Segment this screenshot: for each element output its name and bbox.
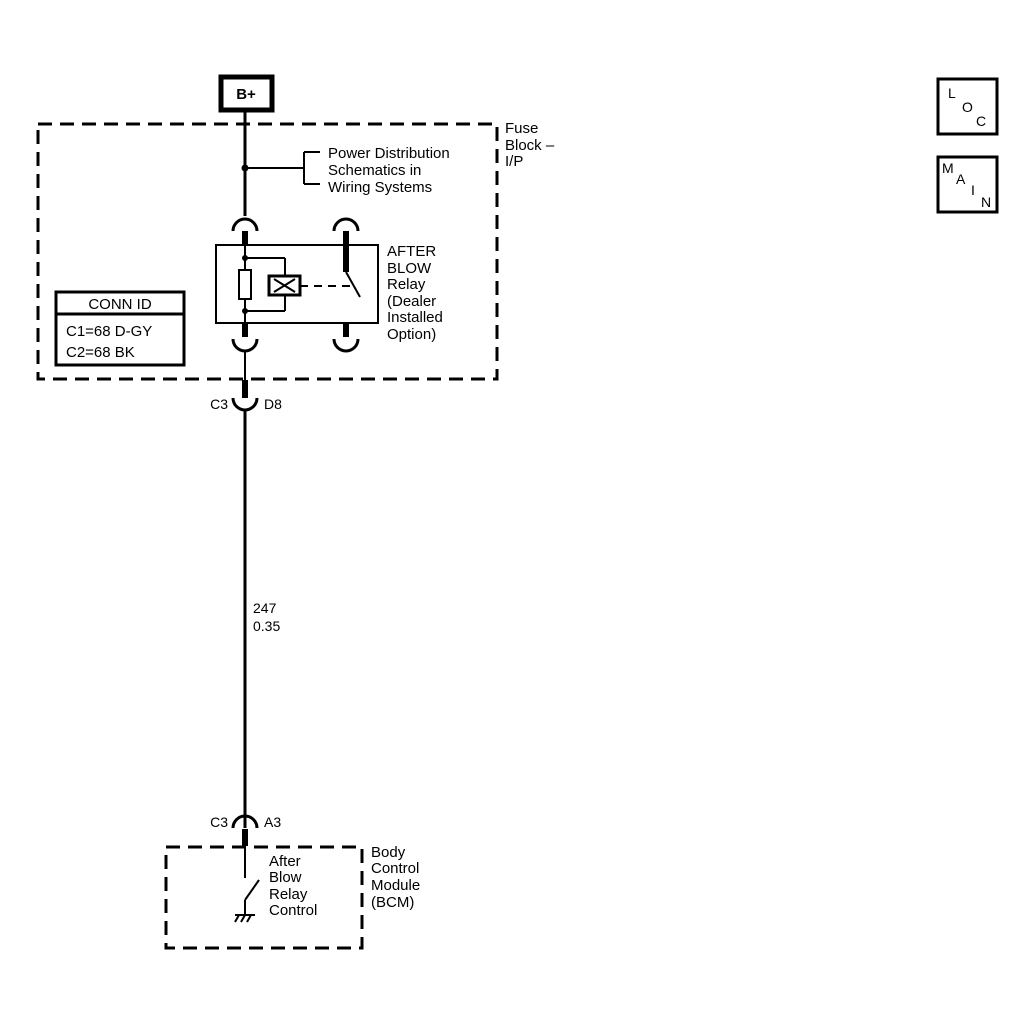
svg-text:BLOW: BLOW — [387, 260, 432, 277]
ground-icon — [234, 914, 255, 923]
power-distribution-ref: Power Distribution Schematics in Wiring … — [328, 145, 450, 196]
relay-coil-icon — [267, 274, 302, 297]
main-button[interactable]: M A I N — [936, 155, 999, 214]
relay-coil-top-terminal — [231, 217, 259, 232]
bcm-switch — [234, 846, 260, 923]
wire-gauge: 0.35 — [253, 618, 280, 634]
wire-circuit-number: 247 — [253, 600, 277, 616]
bcm-switch-label: After Blow Relay Control — [269, 853, 317, 919]
fuse-block-outline — [36, 122, 499, 381]
relay-box — [215, 244, 379, 324]
svg-text:Schematics in: Schematics in — [328, 162, 421, 179]
svg-text:M: M — [942, 160, 954, 176]
svg-text:Option): Option) — [387, 326, 436, 343]
svg-text:Blow: Blow — [269, 869, 302, 886]
svg-text:Relay: Relay — [387, 276, 426, 293]
svg-text:Body: Body — [371, 844, 406, 861]
relay-switch-bottom-terminal — [332, 338, 360, 353]
svg-text:A: A — [956, 171, 966, 187]
svg-text:(BCM): (BCM) — [371, 894, 414, 911]
conn-id-row: C2=68 BK — [66, 344, 135, 361]
power-distribution-bracket — [245, 151, 320, 185]
relay-coil-circuit — [238, 231, 350, 337]
svg-text:N: N — [981, 194, 991, 210]
svg-text:(Dealer: (Dealer — [387, 293, 436, 310]
b-plus-source: B+ — [218, 74, 275, 113]
svg-text:AFTER: AFTER — [387, 243, 436, 260]
svg-text:Module: Module — [371, 877, 420, 894]
svg-text:I/P: I/P — [505, 153, 523, 170]
connector-top-id: C3 — [210, 396, 228, 412]
relay-coil-bottom-terminal — [231, 338, 259, 353]
connector-bottom-id: C3 — [210, 814, 228, 830]
bcm-outline — [164, 845, 364, 950]
svg-text:Power Distribution: Power Distribution — [328, 145, 450, 162]
svg-text:Relay: Relay — [269, 886, 308, 903]
svg-text:Installed: Installed — [387, 309, 443, 326]
connector-bottom-pin: A3 — [264, 814, 281, 830]
relay-label: AFTER BLOW Relay (Dealer Installed Optio… — [387, 243, 443, 343]
svg-text:Control: Control — [269, 902, 317, 919]
svg-text:O: O — [962, 99, 973, 115]
connector-top-pin: D8 — [264, 396, 282, 412]
svg-text:Wiring Systems: Wiring Systems — [328, 179, 432, 196]
svg-text:Control: Control — [371, 860, 419, 877]
conn-id-row: C1=68 D-GY — [66, 323, 152, 340]
fuse-block-label: Fuse Block – I/P — [505, 120, 555, 170]
connector-c3-d8-symbol — [231, 397, 259, 412]
svg-text:L: L — [948, 85, 956, 101]
conn-id-title: CONN ID — [88, 296, 152, 313]
svg-text:C: C — [976, 113, 986, 129]
bcm-label: Body Control Module (BCM) — [371, 844, 420, 911]
loc-button[interactable]: L O C — [936, 77, 999, 136]
relay-switch-circuit — [343, 231, 361, 337]
connector-c3-a3-symbol — [231, 814, 259, 829]
svg-text:After: After — [269, 853, 301, 870]
relay-switch-top-terminal — [332, 217, 360, 232]
b-plus-label: B+ — [236, 86, 256, 103]
svg-text:Block –: Block – — [505, 137, 555, 154]
svg-text:Fuse: Fuse — [505, 120, 538, 137]
conn-id-box: CONN ID C1=68 D-GY C2=68 BK — [54, 290, 186, 367]
svg-text:I: I — [971, 182, 975, 198]
